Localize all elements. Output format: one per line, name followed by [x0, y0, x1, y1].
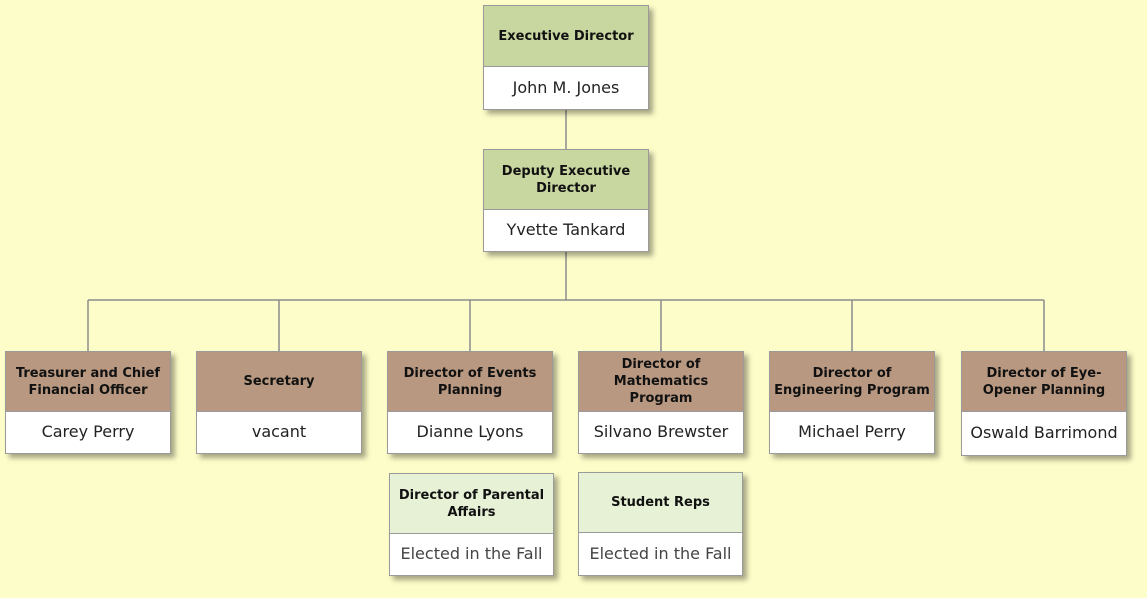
events-planning-box: Director of Events Planning Dianne Lyons: [387, 351, 553, 454]
parental-affairs-name: Elected in the Fall: [400, 544, 543, 563]
treasurer-box: Treasurer and Chief Financial Officer Ca…: [5, 351, 171, 454]
deputy-director-name: Yvette Tankard: [506, 220, 626, 239]
student-reps-box: Student Reps Elected in the Fall: [578, 472, 743, 576]
parental-affairs-box: Director of Parental Affairs Elected in …: [389, 473, 554, 576]
eye-opener-planning-name: Oswald Barrimond: [970, 423, 1118, 442]
treasurer-name: Carey Perry: [41, 422, 135, 441]
engineering-program-title: Director of Engineering Program: [770, 352, 934, 412]
treasurer-title: Treasurer and Chief Financial Officer: [6, 352, 170, 412]
eye-opener-planning-box: Director of Eye-Opener Planning Oswald B…: [961, 351, 1127, 456]
secretary-title: Secretary: [197, 352, 361, 412]
executive-director-box: Executive Director John M. Jones: [483, 5, 649, 110]
engineering-program-name: Michael Perry: [798, 422, 906, 441]
mathematics-program-name: Silvano Brewster: [593, 422, 729, 441]
deputy-director-box: Deputy Executive Director Yvette Tankard: [483, 149, 649, 252]
executive-director-title: Executive Director: [484, 6, 648, 67]
secretary-name: vacant: [251, 422, 307, 441]
secretary-box: Secretary vacant: [196, 351, 362, 454]
engineering-program-box: Director of Engineering Program Michael …: [769, 351, 935, 454]
parental-affairs-title: Director of Parental Affairs: [390, 474, 553, 534]
student-reps-name: Elected in the Fall: [589, 543, 732, 563]
eye-opener-planning-title: Director of Eye-Opener Planning: [962, 352, 1126, 412]
mathematics-program-box: Director of Mathematics Program Silvano …: [578, 351, 744, 454]
student-reps-title: Student Reps: [579, 473, 742, 533]
mathematics-program-title: Director of Mathematics Program: [579, 352, 743, 412]
events-planning-title: Director of Events Planning: [388, 352, 552, 412]
executive-director-name: John M. Jones: [512, 77, 620, 97]
events-planning-name: Dianne Lyons: [416, 422, 524, 441]
deputy-director-title: Deputy Executive Director: [484, 150, 648, 210]
